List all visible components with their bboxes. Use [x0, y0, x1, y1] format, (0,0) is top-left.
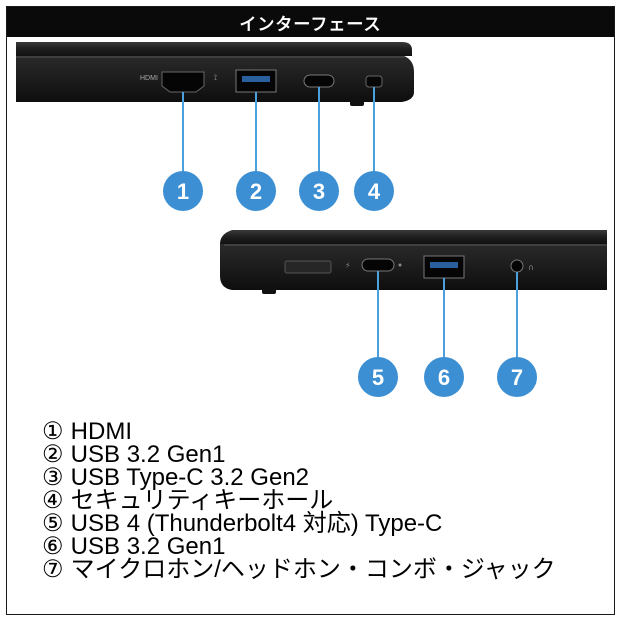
usb-symbol-icon: ⟟: [214, 73, 217, 82]
leader-lines-top: [182, 87, 375, 172]
svg-text:2: 2: [250, 179, 262, 204]
legend-item-6: ⑥ USB 3.2 Gen1: [42, 533, 226, 560]
svg-text:3: 3: [313, 179, 325, 204]
security-slot: [365, 75, 383, 88]
svg-text:4: 4: [368, 179, 381, 204]
hdmi-port: [161, 71, 205, 93]
callout-3: 3: [299, 171, 339, 211]
laptop-right-side: ⚡ ∩ 5 6 7: [220, 230, 607, 397]
legend-item-3: ③ USB Type-C 3.2 Gen2: [42, 464, 310, 491]
svg-text:6: 6: [438, 365, 450, 390]
legend-item-1: ① HDMI: [42, 418, 132, 445]
laptop-foot-top: [350, 100, 364, 106]
laptop-base-bottom: [220, 244, 607, 290]
laptop-left-side: HDMI ⟟ 1 2 3 4: [16, 42, 414, 211]
header-title: インターフェース: [239, 14, 382, 35]
legend-item-5: ⑤ USB 4 (Thunderbolt4 対応) Type-C: [42, 510, 443, 537]
callout-7: 7: [497, 357, 537, 397]
thunderbolt-icon: ⚡: [345, 261, 351, 270]
legend-item-2: ② USB 3.2 Gen1: [42, 441, 226, 468]
status-led: [398, 263, 402, 267]
callout-5: 5: [358, 357, 398, 397]
callout-1: 1: [163, 171, 203, 211]
sd-card-slot: [284, 260, 332, 274]
usb4-port: [361, 258, 395, 272]
laptop-base-top: [16, 56, 414, 102]
leader-lines-bottom: [377, 271, 518, 358]
callout-6: 6: [424, 357, 464, 397]
audio-jack: [510, 259, 524, 273]
svg-text:1: 1: [177, 179, 189, 204]
legend-item-7: ⑦ マイクロホン/ヘッドホン・コンボ・ジャック: [42, 556, 556, 583]
hdmi-port-label: HDMI: [140, 75, 158, 82]
callout-4: 4: [354, 171, 394, 211]
callout-2: 2: [236, 171, 276, 211]
headset-icon: ∩: [528, 263, 534, 272]
port-legend: ① HDMI ② USB 3.2 Gen1 ③ USB Type-C 3.2 G…: [42, 418, 602, 583]
laptop-lid-top: [16, 42, 412, 56]
usb-c-port: [303, 74, 335, 88]
laptop-lid-bottom: [220, 230, 607, 244]
svg-text:5: 5: [372, 365, 384, 390]
content-frame: インターフェース: [6, 6, 615, 615]
header-bar: インターフェース: [7, 7, 614, 37]
svg-text:7: 7: [511, 365, 523, 390]
legend-item-4: ④ セキュリティキーホール: [42, 487, 334, 514]
laptop-foot-bottom: [262, 288, 276, 294]
